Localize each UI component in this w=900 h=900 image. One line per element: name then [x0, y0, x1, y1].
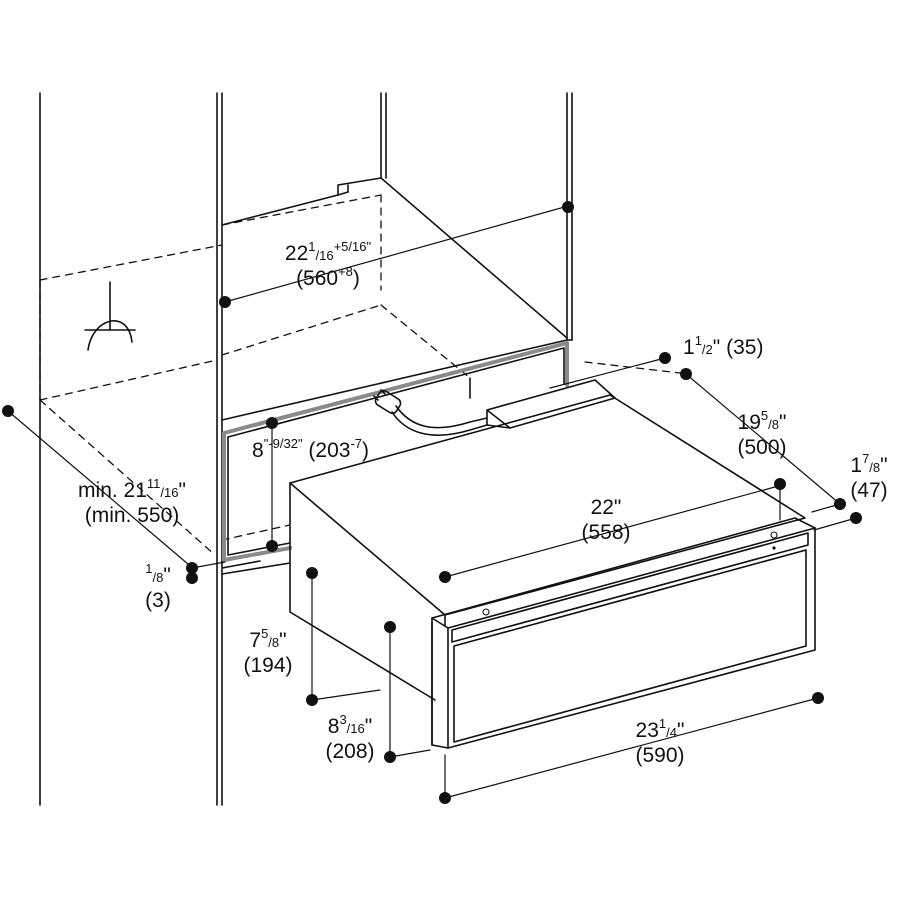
dim-front-depth-in-close: ": [880, 454, 888, 477]
dim-body-height-mm: (194): [243, 654, 293, 677]
dim-cord-clearance-tol-mm: -7: [350, 436, 362, 451]
dim-gap-mm: (3): [145, 589, 171, 612]
dim-body-depth: 195/8" (500): [722, 409, 802, 459]
dim-min-depth-num: 11: [146, 476, 161, 491]
dim-front-height-in-close: ": [364, 715, 373, 738]
dim-niche-depth-tol-mm: +8: [338, 264, 353, 279]
dim-dot: [659, 352, 671, 364]
dim-gap-den: 8: [156, 570, 164, 585]
dim-body-height-whole: 7: [249, 629, 262, 652]
dim-gap: 1/8" (3): [132, 562, 184, 612]
dim-dot: [384, 621, 396, 633]
dim-niche-depth: 221/16+5/16" (560+8): [284, 239, 372, 290]
dim-min-depth-den: 16: [164, 485, 179, 500]
dim-dot: [384, 751, 396, 763]
dim-dot: [186, 572, 198, 584]
dim-front-width-num: 1: [658, 716, 667, 731]
dim-cord-clearance-mm: (203: [308, 439, 351, 462]
dim-dot: [439, 571, 451, 583]
drawer-body: [289, 394, 806, 701]
indicator-light: [772, 546, 776, 550]
dim-dot: [834, 498, 846, 510]
power-plug-icon: [373, 389, 402, 415]
dim-front-width-den: 4: [669, 725, 677, 740]
dim-front-depth-den: 8: [872, 460, 881, 475]
dim-cord-clearance-mm-close: ): [362, 439, 369, 462]
dim-niche-depth-mm-close: ): [352, 267, 360, 290]
dim-front-thickness-whole: 1: [683, 336, 695, 359]
dim-body-depth-in-close: ": [778, 411, 787, 434]
dim-body-width-mm: (558): [581, 521, 631, 544]
dim-niche-depth-mm: (560: [296, 267, 339, 290]
dim-front-height-whole: 8: [327, 715, 340, 738]
dimension-dots: [2, 201, 862, 804]
dim-front-height-mm: (208): [325, 740, 375, 763]
dim-front-width: 231/4" (590): [620, 717, 700, 767]
dim-cord-clearance-tol-in: -9/32": [268, 436, 303, 451]
dim-front-thickness-num: 1: [694, 333, 702, 348]
dim-niche-depth-num: 1: [308, 239, 316, 254]
drawer-front: [431, 517, 816, 749]
dim-dot: [680, 368, 692, 380]
dim-front-thickness-mm: (35): [726, 336, 764, 359]
dim-dot: [562, 201, 574, 213]
dim-front-depth-num: 7: [862, 451, 870, 466]
dim-dot: [306, 694, 318, 706]
dim-body-height-num: 5: [261, 626, 269, 641]
dim-cord-clearance-whole: 8: [252, 439, 264, 462]
dim-front-width-in-close: ": [676, 719, 685, 742]
dim-dot: [2, 405, 14, 417]
dim-body-height-den: 8: [271, 635, 280, 650]
dim-dot: [219, 296, 231, 308]
dim-front-thickness-in-close: ": [712, 336, 721, 359]
dim-dot: [774, 478, 786, 490]
dim-front-thickness-den: 2: [705, 342, 713, 357]
hidden-lines: [39, 194, 681, 556]
dim-front-depth: 17/8" (47): [840, 452, 898, 502]
dim-dot: [266, 417, 278, 429]
dim-front-width-whole: 23: [635, 719, 659, 742]
dim-cord-clearance-suffix: ": [263, 436, 269, 451]
dim-front-depth-mm: (47): [850, 479, 888, 502]
dim-body-depth-whole: 19: [737, 411, 761, 434]
dim-dot: [439, 792, 451, 804]
dim-body-depth-num: 5: [760, 408, 769, 423]
dim-cord-clearance: 8"-9/32" (203-7): [252, 437, 369, 462]
upper-niche: [221, 92, 573, 421]
dim-dot: [812, 692, 824, 704]
dimension-lines: [7, 205, 857, 799]
dim-front-height-den: 16: [350, 721, 365, 736]
dim-front-depth-whole: 1: [850, 454, 863, 477]
dim-min-depth-prefix: min. 21: [78, 479, 147, 502]
niche-inner-lines: [221, 347, 565, 575]
dim-dot: [266, 540, 278, 552]
dim-dot: [186, 562, 198, 574]
dim-min-depth: min. 2111/16" (min. 550): [52, 477, 212, 527]
dim-niche-depth-whole: 22: [284, 242, 309, 265]
power-cord: [391, 405, 488, 436]
electrical-outlet-icon: [84, 281, 136, 351]
drawer-niche-outline: [222, 341, 569, 562]
dim-niche-depth-tol-in: +5/16": [333, 239, 372, 254]
dim-body-height-in-close: ": [279, 629, 287, 652]
dim-front-thickness: 11/2" (35): [683, 333, 764, 359]
dim-dot: [306, 567, 318, 579]
dim-dot: [850, 512, 862, 524]
dim-front-height: 83/16" (208): [312, 713, 388, 763]
dim-body-depth-mm: (500): [737, 436, 787, 459]
dim-front-height-num: 3: [339, 712, 347, 727]
dim-front-width-mm: (590): [635, 744, 685, 767]
dim-body-depth-den: 8: [771, 417, 779, 432]
dim-min-depth-mm: (min. 550): [84, 504, 180, 527]
dim-min-depth-in-close: ": [178, 479, 186, 502]
dim-gap-num: 1: [145, 561, 153, 576]
dim-body-height: 75/8" (194): [234, 627, 302, 677]
dim-gap-in-close: ": [163, 564, 171, 587]
dim-body-width: 22" (558): [565, 497, 647, 543]
dim-body-width-value: 22": [590, 496, 622, 519]
dim-niche-depth-den: 16: [319, 248, 334, 263]
drawer-front-screws: [482, 531, 778, 616]
